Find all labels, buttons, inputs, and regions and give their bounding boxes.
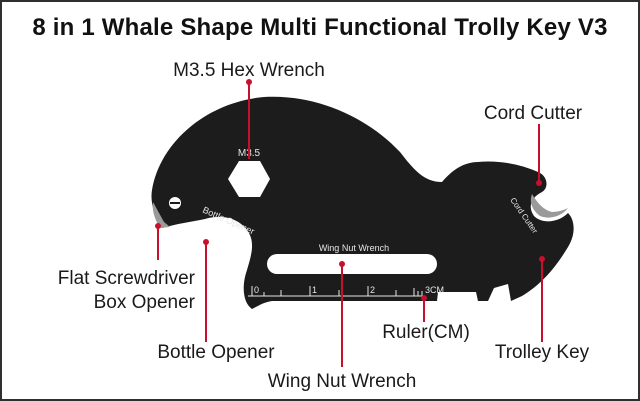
cord-cutter-blade — [530, 194, 568, 218]
label-ruler: Ruler(CM) — [382, 322, 470, 343]
ruler-end-label: 3CM — [425, 285, 444, 295]
screwdriver-blade — [152, 202, 170, 228]
label-cord-cutter: Cord Cutter — [484, 103, 583, 124]
label-hex-wrench: M3.5 Hex Wrench — [173, 60, 325, 81]
ruler-scale — [248, 286, 424, 297]
label-bottle-opener: Bottle Opener — [157, 342, 275, 363]
wing-nut-wrench-slot — [267, 254, 437, 274]
hex-wrench-cutout — [228, 161, 270, 197]
ruler-tick-2: 2 — [370, 285, 375, 295]
label-trolley-key: Trolley Key — [495, 342, 590, 363]
diagram-title: 8 in 1 Whale Shape Multi Functional Trol… — [32, 14, 608, 41]
whale-tool-body — [151, 96, 574, 310]
label-flat-screwdriver: Flat Screwdriver — [58, 268, 196, 289]
ruler-tick-0: 0 — [254, 285, 259, 295]
ruler-tick-1: 1 — [312, 285, 317, 295]
label-wing-nut-wrench: Wing Nut Wrench — [268, 371, 417, 392]
label-box-opener: Box Opener — [94, 292, 196, 313]
wing-nut-engraving: Wing Nut Wrench — [319, 243, 389, 253]
